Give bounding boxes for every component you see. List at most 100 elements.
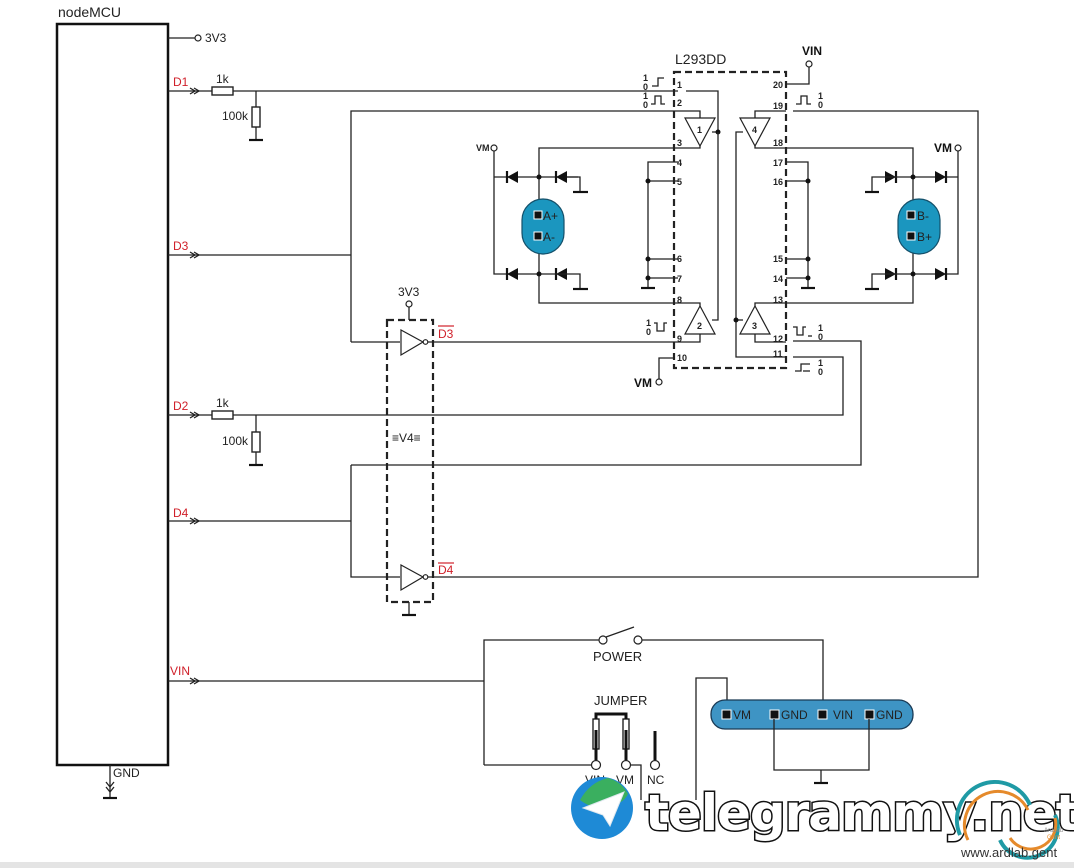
pin-13-label: 13	[773, 295, 783, 305]
inverter-label: ≡V4≡	[392, 431, 421, 445]
pin-15-label: 15	[773, 254, 783, 264]
buffer-2-label: 2	[697, 321, 702, 331]
terminal-screw-icon	[533, 231, 543, 241]
logic-high-label: 1	[643, 91, 648, 101]
r1-series-resistor	[211, 86, 234, 96]
paper-plane-icon	[581, 791, 625, 828]
driver-outline	[672, 70, 788, 370]
jumper-pin-nc	[649, 759, 661, 771]
terminal-screw-icon	[533, 210, 543, 220]
pin-16-label: 16	[773, 177, 783, 187]
r2-pulldown-resistor	[251, 431, 261, 453]
pin-10-label: 10	[677, 353, 687, 363]
pin-1-label: 1	[677, 80, 682, 90]
pin-17-label: 17	[773, 158, 783, 168]
driver-vin-label: VIN	[802, 44, 822, 58]
d3-arrow-icon	[189, 251, 201, 259]
v33-terminal-icon	[405, 300, 413, 308]
r1-series-label: 1k	[216, 72, 230, 86]
terminal-screw-icon	[864, 709, 875, 720]
motor-a-vm-label: VM	[476, 143, 490, 153]
pin-5-label: 5	[677, 177, 682, 187]
motor-b-connector	[897, 198, 941, 255]
jumper-nc-label: NC	[647, 773, 665, 787]
pin-14-label: 14	[773, 274, 783, 284]
inverter-gate-2-icon	[400, 563, 425, 592]
watermark: telegrammy.net ArdLab Gent www.ardlab.ge…	[571, 777, 1074, 860]
jumper-cap	[594, 712, 628, 729]
v33-terminal-icon	[194, 34, 202, 42]
watermark-text: telegrammy.net	[645, 784, 1074, 842]
inverter-ic: 3V3 ≡V4≡ D3 D4	[385, 110, 979, 617]
d2-label: D2	[173, 399, 189, 413]
motor-b-plus-label: B+	[917, 230, 932, 244]
d2-net: D2 1k 100k	[168, 356, 844, 467]
ardlab-logo-icon: ArdLab Gent	[954, 779, 1064, 860]
gnd-arrow-icon	[105, 781, 115, 794]
d3-label: D3	[173, 239, 189, 253]
diode-icon	[935, 268, 946, 280]
power-terminal-block	[710, 699, 914, 730]
pin-19-label: 19	[773, 101, 783, 111]
pin-7-label: 7	[677, 274, 682, 284]
inverter-supply-label: 3V3	[398, 285, 420, 299]
waveform-pin12-icon: 1 0	[793, 323, 823, 342]
inverter-gate-1-icon	[400, 328, 425, 357]
r2-series-label: 1k	[216, 396, 230, 410]
logic-high-label: 1	[646, 318, 651, 328]
vin-pin-label: VIN	[170, 664, 190, 678]
d4-arrow-icon	[189, 517, 201, 525]
nodemcu-body	[55, 22, 170, 767]
buffer-4-label: 4	[752, 125, 757, 135]
driver-vm-label: VM	[634, 376, 652, 390]
d4-label: D4	[173, 506, 189, 520]
motor-a-bridge: VM A+ A-	[476, 143, 678, 304]
r1-pulldown-resistor	[251, 106, 261, 128]
waveform-pin19-icon: 1 0	[796, 91, 823, 110]
terminal-gnd2-label: GND	[876, 708, 903, 722]
d3-inverted-label: D3	[438, 327, 454, 341]
diode-icon	[507, 171, 518, 183]
power-switch-lever	[605, 626, 635, 638]
v33-label: 3V3	[205, 31, 227, 45]
terminal-screw-icon	[906, 210, 916, 220]
d1-net: D1 1k 100k	[168, 72, 678, 142]
logic-high-label: 1	[643, 73, 648, 83]
terminal-vin-label: VIN	[833, 708, 853, 722]
waveform-pin9-icon: 1 0	[646, 318, 667, 337]
pin-20-label: 20	[773, 80, 783, 90]
logic-low-label: 0	[818, 332, 823, 342]
footer-bar	[0, 862, 1074, 868]
motor-b-bridge: VM B- B+	[786, 141, 962, 304]
logic-high-label: 1	[818, 323, 823, 333]
d1-label: D1	[173, 75, 189, 89]
switch-contact-icon	[633, 635, 643, 645]
terminal-screw-icon	[769, 709, 780, 720]
logic-low-label: 0	[646, 327, 651, 337]
terminal-screw-icon	[817, 709, 828, 720]
pin-2-label: 2	[677, 98, 682, 108]
logic-low-label: 0	[643, 100, 648, 110]
motor-a-connector	[521, 198, 565, 255]
ardlab-small-label: ArdLab	[1044, 828, 1064, 834]
pin-9-label: 9	[677, 334, 682, 344]
driver-label: L293DD	[675, 51, 726, 67]
terminal-vm-label: VM	[733, 708, 751, 722]
pin-6-label: 6	[677, 254, 682, 264]
nodemcu-title: nodeMCU	[58, 4, 121, 20]
waveform-pin11-icon: 1 0	[795, 358, 823, 377]
pin-3-label: 3	[677, 138, 682, 148]
motor-b-minus-label: B-	[917, 209, 929, 223]
switch-contact-icon	[598, 635, 608, 645]
website-url: www.ardlab.gent	[960, 845, 1057, 860]
gent-small-label: Gent	[1047, 835, 1060, 841]
diode-icon	[556, 171, 567, 183]
power-section: POWER JUMPER VIN VM NC VM GND VIN GND	[483, 626, 914, 800]
l293dd-driver: L293DD VIN VM 1 2 3 4 5 6 7 8 9 10 20 19…	[634, 44, 823, 390]
motor-a-minus-label: A-	[543, 230, 555, 244]
terminal-screw-icon	[721, 709, 732, 720]
terminal-screw-icon	[906, 231, 916, 241]
motor-b-vm-label: VM	[934, 141, 952, 155]
gnd-label: GND	[113, 766, 140, 780]
